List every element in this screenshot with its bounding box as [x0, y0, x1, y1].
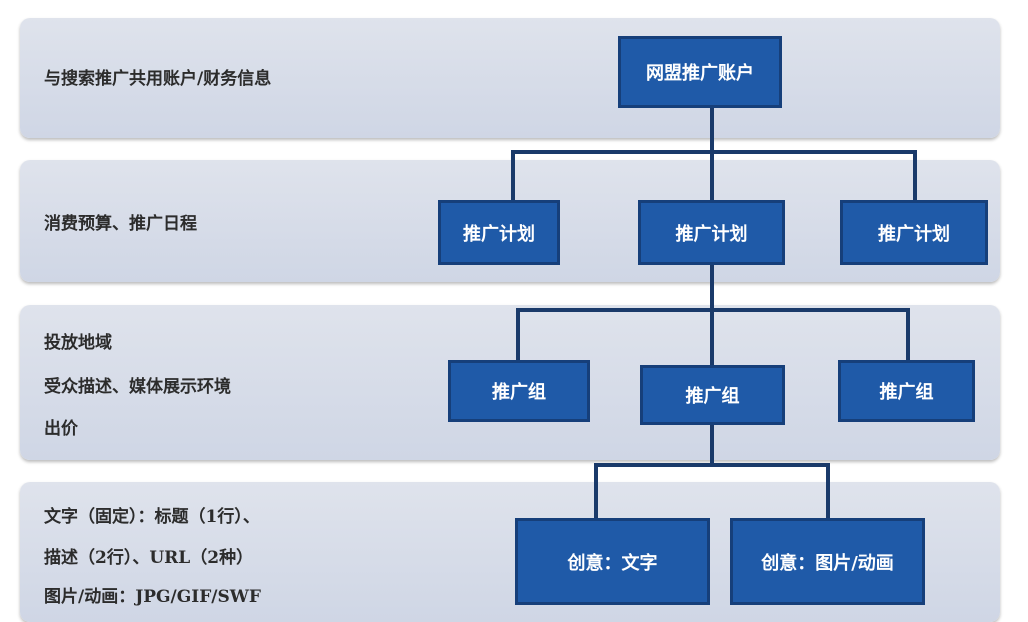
connector [826, 463, 830, 518]
group-level-desc-1: 投放地域 [44, 333, 112, 353]
plan-node: 推广计划 [638, 200, 785, 265]
connector [710, 108, 714, 152]
creative-node-text: 创意：文字 [515, 518, 710, 605]
connector [710, 425, 714, 467]
plan-node: 推广计划 [438, 200, 560, 265]
connector [710, 308, 714, 365]
connector [516, 308, 520, 360]
plan-level-desc: 消费预算、推广日程 [44, 214, 197, 234]
connector [594, 463, 830, 467]
connector [710, 150, 714, 200]
creative-level-desc-1: 文字（固定）：标题（1行）、 [44, 507, 260, 527]
creative-node-image: 创意：图片/动画 [730, 518, 925, 605]
plan-node: 推广计划 [840, 200, 988, 265]
connector [511, 150, 917, 154]
level-account-band [20, 18, 1000, 138]
group-node: 推广组 [448, 360, 590, 422]
connector [913, 150, 917, 200]
group-level-desc-3: 出价 [44, 419, 78, 439]
group-node: 推广组 [838, 360, 975, 422]
group-node: 推广组 [640, 365, 785, 425]
connector [594, 463, 598, 518]
group-level-desc-2: 受众描述、媒体展示环境 [44, 377, 231, 397]
creative-level-desc-3: 图片/动画：JPG/GIF/SWF [44, 587, 261, 607]
connector [906, 308, 910, 360]
account-node: 网盟推广账户 [618, 36, 782, 108]
account-level-desc: 与搜索推广共用账户/财务信息 [44, 69, 272, 89]
connector [710, 265, 714, 312]
creative-level-desc-2: 描述（2行）、URL（2种） [44, 548, 254, 568]
connector [511, 150, 515, 200]
